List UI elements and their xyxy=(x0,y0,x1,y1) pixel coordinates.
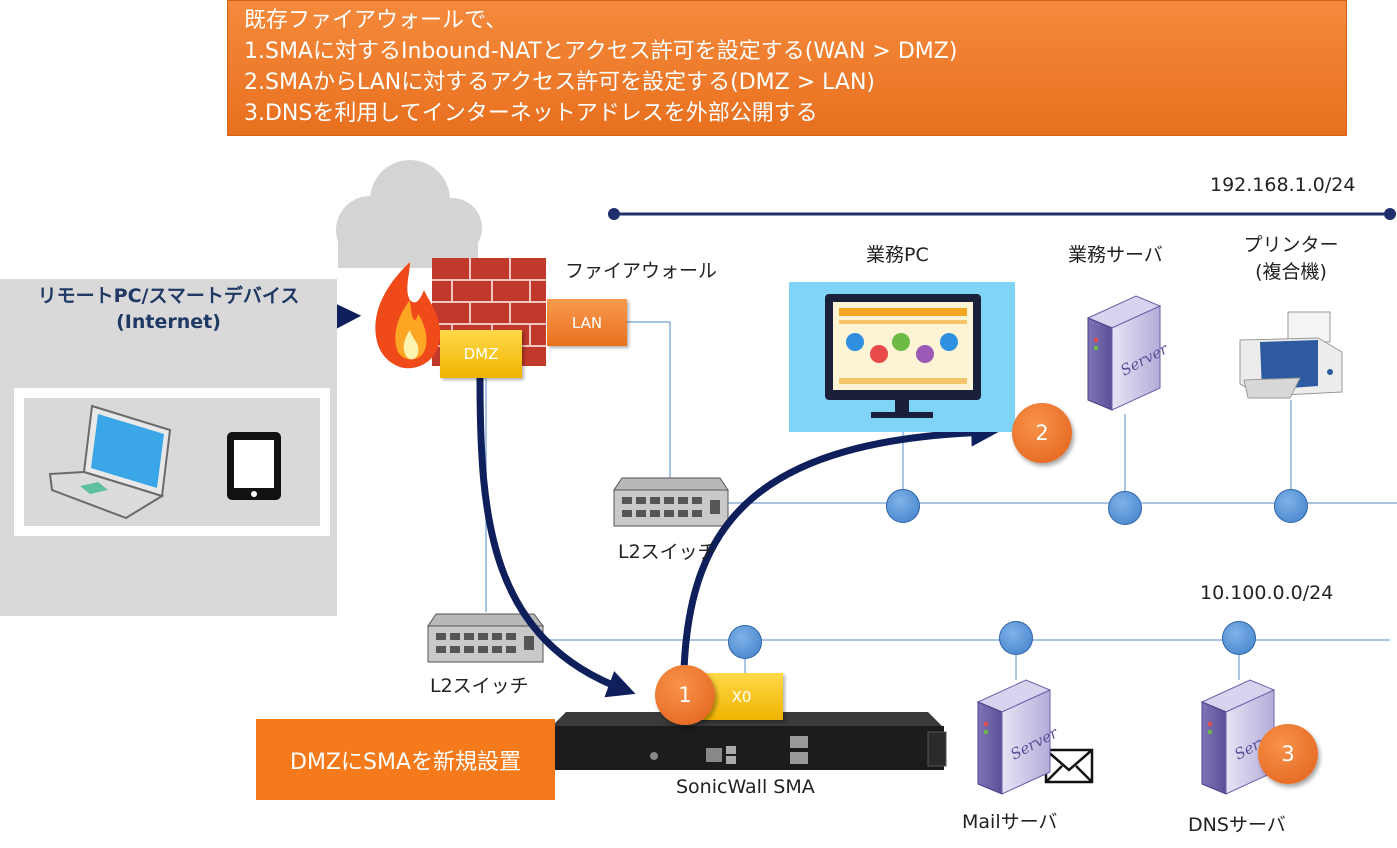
internet-cloud-icon xyxy=(336,160,482,268)
lan-switch-label: L2スイッチ xyxy=(618,541,717,563)
server-led xyxy=(1093,345,1099,351)
remote-device-icons xyxy=(48,404,281,520)
step-badge-1: 1 xyxy=(655,665,715,725)
step-badge-2: 2 xyxy=(1012,403,1072,463)
dmz-node-dns xyxy=(1222,621,1256,655)
dmz-subnet-label: 10.100.0.0/24 xyxy=(1200,582,1334,604)
sonicwall-sma-appliance-icon xyxy=(552,712,947,770)
remote-title-line2: (Internet) xyxy=(116,311,221,333)
sma-to-lan-pc-arrow xyxy=(680,418,1000,674)
laptop-icon xyxy=(48,404,172,520)
dns-server-label: DNSサーバ xyxy=(1188,814,1286,836)
firewall-dmz-port: DMZ xyxy=(440,330,522,378)
dmz-to-sma-arrow xyxy=(476,374,636,698)
connection-lines xyxy=(485,321,1397,680)
firewall-lan-port: LAN xyxy=(547,299,627,346)
remote-title-line1: リモートPC/スマートデバイス xyxy=(37,285,300,307)
lan-node-printer xyxy=(1274,489,1308,523)
server-led xyxy=(1207,721,1213,727)
banner-line-0: 既存ファイアウォールで、 xyxy=(244,8,508,33)
remote-devices-title: リモートPC/スマートデバイス (Internet) xyxy=(0,283,337,335)
lan-switch-icon xyxy=(613,477,729,527)
dmz-node-sma xyxy=(728,625,762,659)
lan-subnet-label: 192.168.1.0/24 xyxy=(1210,174,1356,196)
mail-envelope-icon xyxy=(1044,748,1094,784)
banner-line-3: 3.DNSを利用してインターネットアドレスを外部公開する xyxy=(244,101,818,126)
printer-label: プリンター (複合機) xyxy=(1240,230,1342,284)
business-pc-label: 業務PC xyxy=(866,244,929,266)
dmz-node-mail xyxy=(999,621,1033,655)
printer-label-line1: プリンター xyxy=(1243,234,1339,256)
server-led xyxy=(983,729,989,735)
mail-server-icon: Server xyxy=(976,679,1062,795)
server-led xyxy=(1093,337,1099,343)
lan-backbone xyxy=(608,208,1396,220)
firewall-label: ファイアウォール xyxy=(565,260,718,282)
server-led xyxy=(983,721,989,727)
banner-line-1: 1.SMAに対するInbound-NATとアクセス許可を設定する(WAN > D… xyxy=(244,39,958,64)
business-server-label: 業務サーバ xyxy=(1068,244,1163,266)
dmz-switch-label: L2スイッチ xyxy=(430,675,529,697)
printer-label-line2: (複合機) xyxy=(1255,261,1327,283)
step-badge-3: 3 xyxy=(1258,724,1318,784)
lan-node-pc xyxy=(886,489,920,523)
lan-node-server xyxy=(1108,491,1142,525)
business-server-icon: Server xyxy=(1086,295,1172,411)
instruction-banner: 既存ファイアウォールで、 1.SMAに対するInbound-NATとアクセス許可… xyxy=(227,0,1347,136)
dmz-switch-icon xyxy=(427,613,544,663)
mail-server-label: Mailサーバ xyxy=(962,811,1058,833)
printer-icon xyxy=(1239,311,1343,399)
new-sma-callout: DMZにSMAを新規設置 xyxy=(256,719,555,800)
sma-label: SonicWall SMA xyxy=(676,776,815,798)
tablet-icon xyxy=(227,432,281,500)
business-pc-icon xyxy=(825,294,981,418)
banner-line-2: 2.SMAからLANに対するアクセス許可を設定する(DMZ > LAN) xyxy=(244,70,876,95)
server-led xyxy=(1207,729,1213,735)
